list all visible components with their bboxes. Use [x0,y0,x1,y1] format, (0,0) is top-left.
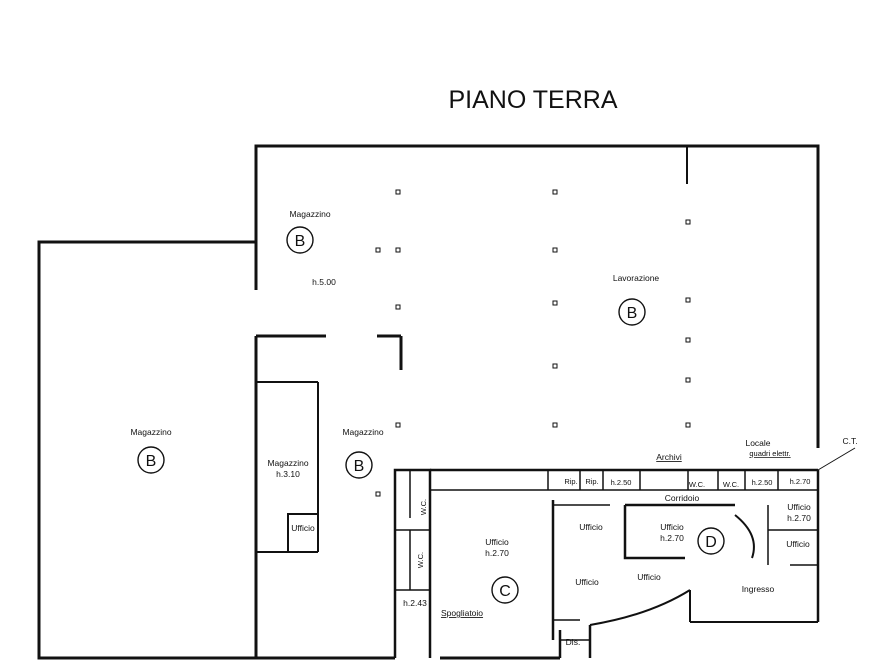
room-label-ufficio-c: Ufficio [485,537,509,547]
column-marker [685,219,691,225]
column-marker [552,300,558,306]
zone-letter: B [627,305,638,322]
room-height-ufficio-d: h.2.70 [660,533,684,543]
zone-marker-b-left: B [137,446,165,474]
room-label-ufficio-2: Ufficio [575,577,599,587]
room-height-spogliatoio: h.2.43 [403,598,427,608]
room-label-spogliatoio: Spogliatoio [441,608,483,618]
magazzino-small-walls [256,381,319,553]
room-height-magazzino-top: h.5.00 [312,277,336,287]
room-label-ufficio-d: Ufficio [660,522,684,532]
room-label-ufficio-small-left: Ufficio [291,523,315,533]
column-marker [685,377,691,383]
room-label-ufficio-right-2: Ufficio [786,539,810,549]
room-height-locale-quadri: h.2.50 [752,478,773,487]
room-label-ufficio-3: Ufficio [637,572,661,582]
column-marker [685,422,691,428]
room-label-ingresso: Ingresso [742,584,775,594]
column-marker [552,363,558,369]
office-core-walls [393,468,820,658]
plan-title: PIANO TERRA [448,86,617,114]
zone-letter: B [354,458,365,475]
room-label-ufficio-1: Ufficio [579,522,603,532]
room-label-rip-1: Rip. [564,477,577,486]
room-height-ufficio-c: h.2.70 [485,548,509,558]
column-marker [685,297,691,303]
structural-columns [375,189,691,497]
column-marker [552,189,558,195]
room-height-archivi: h.2.50 [611,478,632,487]
room-label-magazzino-small: Magazzino [267,458,308,468]
room-label-corridoio: Corridoio [665,493,700,503]
room-label-ufficio-right-1: Ufficio [787,502,811,512]
room-label-wc-1: W.C. [419,499,428,515]
zone-marker-d: D [697,527,725,555]
column-marker [375,247,381,253]
room-label-wc-4: W.C. [723,480,739,489]
room-height-ufficio-right-1: h.2.70 [787,513,811,523]
outer-walls [37,144,820,660]
room-label-ct: C.T. [842,436,857,446]
column-marker [395,247,401,253]
room-label-quadri-elettr: quadri elettr. [749,449,790,458]
column-marker [552,422,558,428]
zone-letter: D [705,534,717,551]
room-label-wc-2: W.C. [416,552,425,568]
room-label-wc-3: W.C. [689,480,705,489]
zone-marker-b-mid: B [345,451,373,479]
room-label-magazzino-top: Magazzino [289,209,330,219]
room-height-magazzino-small: h.3.10 [276,469,300,479]
column-marker [395,304,401,310]
column-marker [552,247,558,253]
zone-letter: B [146,453,157,470]
zone-letter: B [295,233,306,250]
room-label-magazzino-left: Magazzino [130,427,171,437]
room-label-magazzino-mid: Magazzino [342,427,383,437]
zone-marker-b-top: B [286,226,314,254]
room-label-locale: Locale [745,438,770,448]
zone-marker-b-lavorazione: B [618,298,646,326]
zone-marker-c: C [491,576,519,604]
room-label-lavorazione: Lavorazione [613,273,660,283]
room-height-ct: h.2.70 [790,477,811,486]
room-label-dis: Dis. [566,637,581,647]
room-label-archivi: Archivi [656,452,682,462]
ct-leader-line [817,447,856,471]
column-marker [395,189,401,195]
room-label-rip-2: Rip. [585,477,598,486]
zone-letter: C [499,583,511,600]
column-marker [375,491,381,497]
column-marker [685,337,691,343]
column-marker [395,422,401,428]
